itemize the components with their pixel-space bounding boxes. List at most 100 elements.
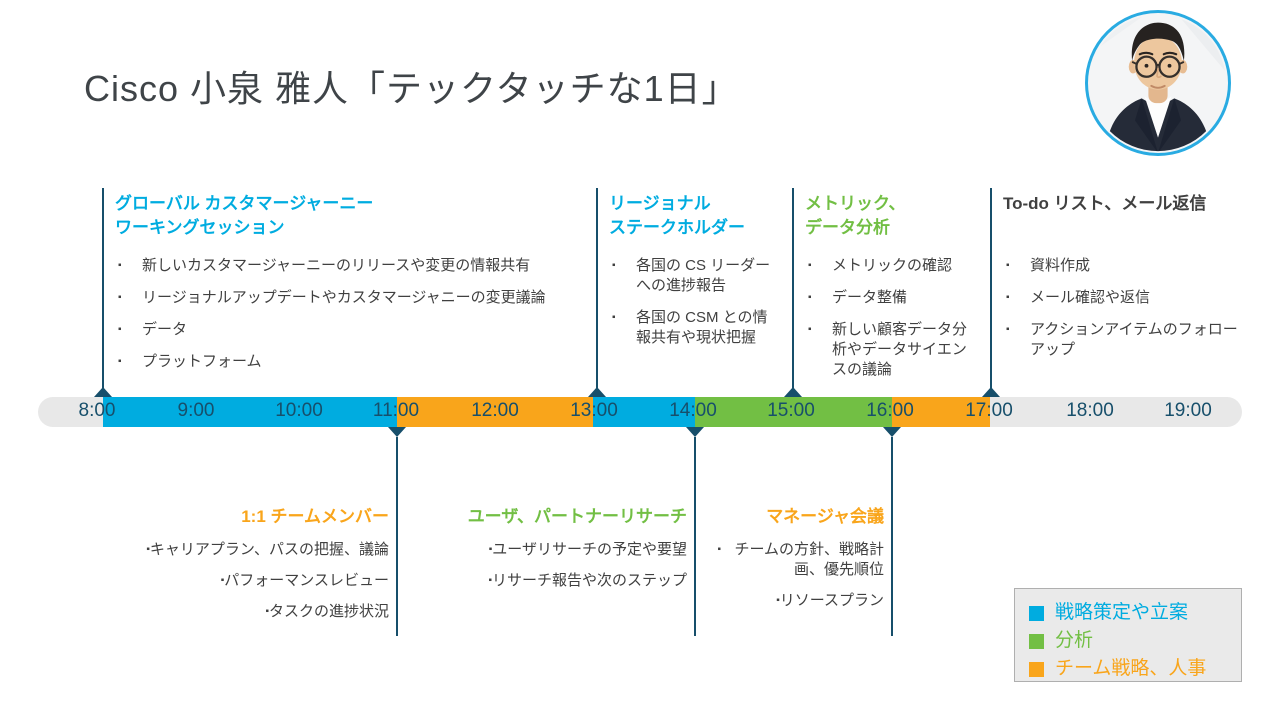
arrow-down-icon	[883, 427, 901, 437]
bullet-text: メトリックの確認	[832, 257, 953, 274]
bullet-item: ▪チームの方針、戦略計画、優先順位	[694, 540, 884, 580]
bullet-item: ▪ 資料作成	[1003, 256, 1243, 276]
activity-group-todo-mail: To-do リスト、メール返信 ▪ 資料作成 ▪ メール確認や返信 ▪アクションアイテムの…	[1003, 192, 1243, 360]
bullet-item: ▪ プラットフォーム	[115, 352, 585, 372]
hour-label: 19:00	[1164, 400, 1212, 421]
arrow-up-icon	[94, 387, 112, 397]
bullet-text: プラットフォーム	[142, 353, 262, 370]
bullet-item: ▪メトリックの確認	[805, 256, 980, 276]
bullet-item: ▪リソースプラン	[694, 591, 884, 611]
bullet-square-icon: ▪	[265, 606, 269, 617]
timeline-segment-1100-1300	[397, 397, 593, 427]
bullet-text: チームの方針、戦略計画、優先順位	[734, 541, 884, 578]
bullet-square-icon: ▪	[776, 595, 780, 606]
bullet-square-icon: ▪	[488, 544, 493, 555]
activity-bullets: ▪新しいカスタマージャーニーのリリースや変更の情報共有 ▪リージョナルアップデート…	[115, 256, 585, 372]
bullet-square-icon: ▪	[118, 324, 122, 335]
bullet-square-icon: ▪	[488, 575, 492, 586]
activity-title: To-do リスト、メール返信	[1003, 194, 1207, 213]
activity-title: ユーザ、パートナーリサーチ	[467, 507, 687, 526]
arrow-up-icon	[588, 387, 606, 397]
activity-bullets: ▪キャリアプラン、パスの把握、議論▪パフォーマンスレビュー▪タスクの進捗状況	[89, 540, 389, 622]
hour-label: 17:00	[965, 400, 1013, 421]
bullet-text: パフォーマンスレビュー	[224, 572, 389, 589]
bullet-square-icon: ▪	[612, 260, 616, 271]
connector-line-bottom	[396, 437, 398, 636]
bullet-square-icon: ▪	[612, 312, 616, 323]
bullet-item: ▪ 新しい顧客データ分析やデータサイエンスの議論	[805, 320, 980, 380]
connector-line-top	[596, 188, 598, 389]
arrow-down-icon	[686, 427, 704, 437]
bullet-item: ▪キャリアプラン、パスの把握、議論	[89, 540, 389, 560]
timeline-segment-1600-1700	[892, 397, 990, 427]
hour-label: 16:00	[866, 400, 914, 421]
hour-label: 10:00	[275, 400, 323, 421]
activity-title: リージョナル ステークホルダー	[609, 194, 745, 237]
bullet-square-icon: ▪	[808, 324, 812, 335]
bullet-item: ▪リージョナルアップデートやカスタマージャニーの変更議論	[115, 288, 585, 308]
bullet-square-icon: ▪	[146, 544, 150, 555]
bullet-text: 新しい顧客データ分析やデータサイエンスの議論	[832, 321, 968, 378]
connector-line-bottom	[891, 437, 893, 636]
bullet-text: リサーチ報告や次のステップ	[491, 572, 687, 589]
activity-bullets: ▪ 資料作成 ▪ メール確認や返信 ▪アクションアイテムのフォローアップ	[1003, 256, 1243, 360]
connector-line-top	[792, 188, 794, 389]
arrow-down-icon	[388, 427, 406, 437]
timeline-bar	[38, 397, 1242, 427]
arrow-up-icon	[784, 387, 802, 397]
hour-label: 8:00	[78, 400, 116, 421]
bullet-square-icon: ▪	[118, 260, 122, 271]
hour-label: 14:00	[669, 400, 717, 421]
hour-label: 15:00	[767, 400, 815, 421]
bullet-square-icon: ▪	[1006, 292, 1010, 303]
legend-color-swatch	[1029, 605, 1044, 621]
bullet-square-icon: ▪	[118, 356, 122, 367]
bullet-item: ▪アクションアイテムのフォローアップ	[1003, 320, 1243, 360]
bullet-item: ▪タスクの進捗状況	[89, 602, 389, 622]
bullet-text: アクションアイテムのフォローアップ	[1030, 321, 1238, 358]
activity-title: グローバル カスタマージャーニー ワーキングセッション	[115, 194, 374, 237]
hour-label: 13:00	[570, 400, 618, 421]
hour-label: 12:00	[471, 400, 519, 421]
bullet-item: ▪データ整備	[805, 288, 980, 308]
hour-label: 11:00	[372, 400, 420, 421]
bullet-square-icon: ▪	[118, 292, 122, 303]
arrow-up-icon	[982, 387, 1000, 397]
legend-item-orange: チーム戦略、人事	[1029, 655, 1241, 683]
bullet-text: 各国の CS リーダーへの進捗報告	[636, 257, 771, 294]
bullet-text: キャリアプラン、パスの把握、議論	[149, 541, 389, 558]
activity-group-manager-meeting: マネージャ会議▪チームの方針、戦略計画、優先順位▪リソースプラン	[694, 505, 884, 611]
legend-label: 分析	[1055, 630, 1094, 651]
activity-group-regional-stakeholder: リージョナル ステークホルダー ▪ 各国の CS リーダーへの進捗報告 ▪各国の CS…	[609, 192, 781, 348]
bullet-text: タスクの進捗状況	[268, 603, 389, 620]
bullet-text: データ	[142, 321, 188, 338]
bullet-item: ▪ データ	[115, 320, 585, 340]
timeline-segment-800-1100	[103, 397, 397, 427]
timeline-segment-1300-1400	[593, 397, 695, 427]
legend-item-blue: 戦略策定や立案	[1029, 599, 1241, 627]
bullet-text: メール確認や返信	[1030, 289, 1151, 306]
legend-item-green: 分析	[1029, 627, 1241, 655]
legend-color-swatch	[1029, 661, 1044, 677]
activity-bullets: ▪チームの方針、戦略計画、優先順位▪リソースプラン	[694, 540, 884, 611]
bullet-text: 資料作成	[1030, 257, 1091, 274]
bullet-text: リソースプラン	[779, 592, 884, 609]
timeline-segment-1400-1600	[695, 397, 892, 427]
connector-line-top	[990, 188, 992, 389]
bullet-square-icon: ▪	[220, 575, 225, 586]
hour-label: 9:00	[177, 400, 215, 421]
bullet-text: ユーザリサーチの予定や要望	[492, 541, 687, 558]
legend-box: 戦略策定や立案分析チーム戦略、人事	[1014, 588, 1242, 682]
activity-title: マネージャ会議	[766, 507, 884, 526]
bullet-item: ▪新しいカスタマージャーニーのリリースや変更の情報共有	[115, 256, 585, 276]
bullet-item: ▪リサーチ報告や次のステップ	[427, 571, 687, 591]
activity-group-global-journey: グローバル カスタマージャーニー ワーキングセッション ▪新しいカスタマージャーニ…	[115, 192, 585, 372]
activity-group-user-partner-research: ユーザ、パートナーリサーチ▪ユーザリサーチの予定や要望▪リサーチ報告や次のステッ…	[427, 505, 687, 591]
bullet-square-icon: ▪	[1006, 260, 1010, 271]
hour-label: 18:00	[1066, 400, 1114, 421]
page-title: Cisco 小泉 雅人「テックタッチな1日」	[84, 68, 739, 110]
activity-title: メトリック、 データ分析	[805, 194, 906, 237]
profile-photo	[1085, 10, 1231, 156]
bullet-item: ▪各国の CSM との情報共有や現状把握	[609, 308, 781, 348]
